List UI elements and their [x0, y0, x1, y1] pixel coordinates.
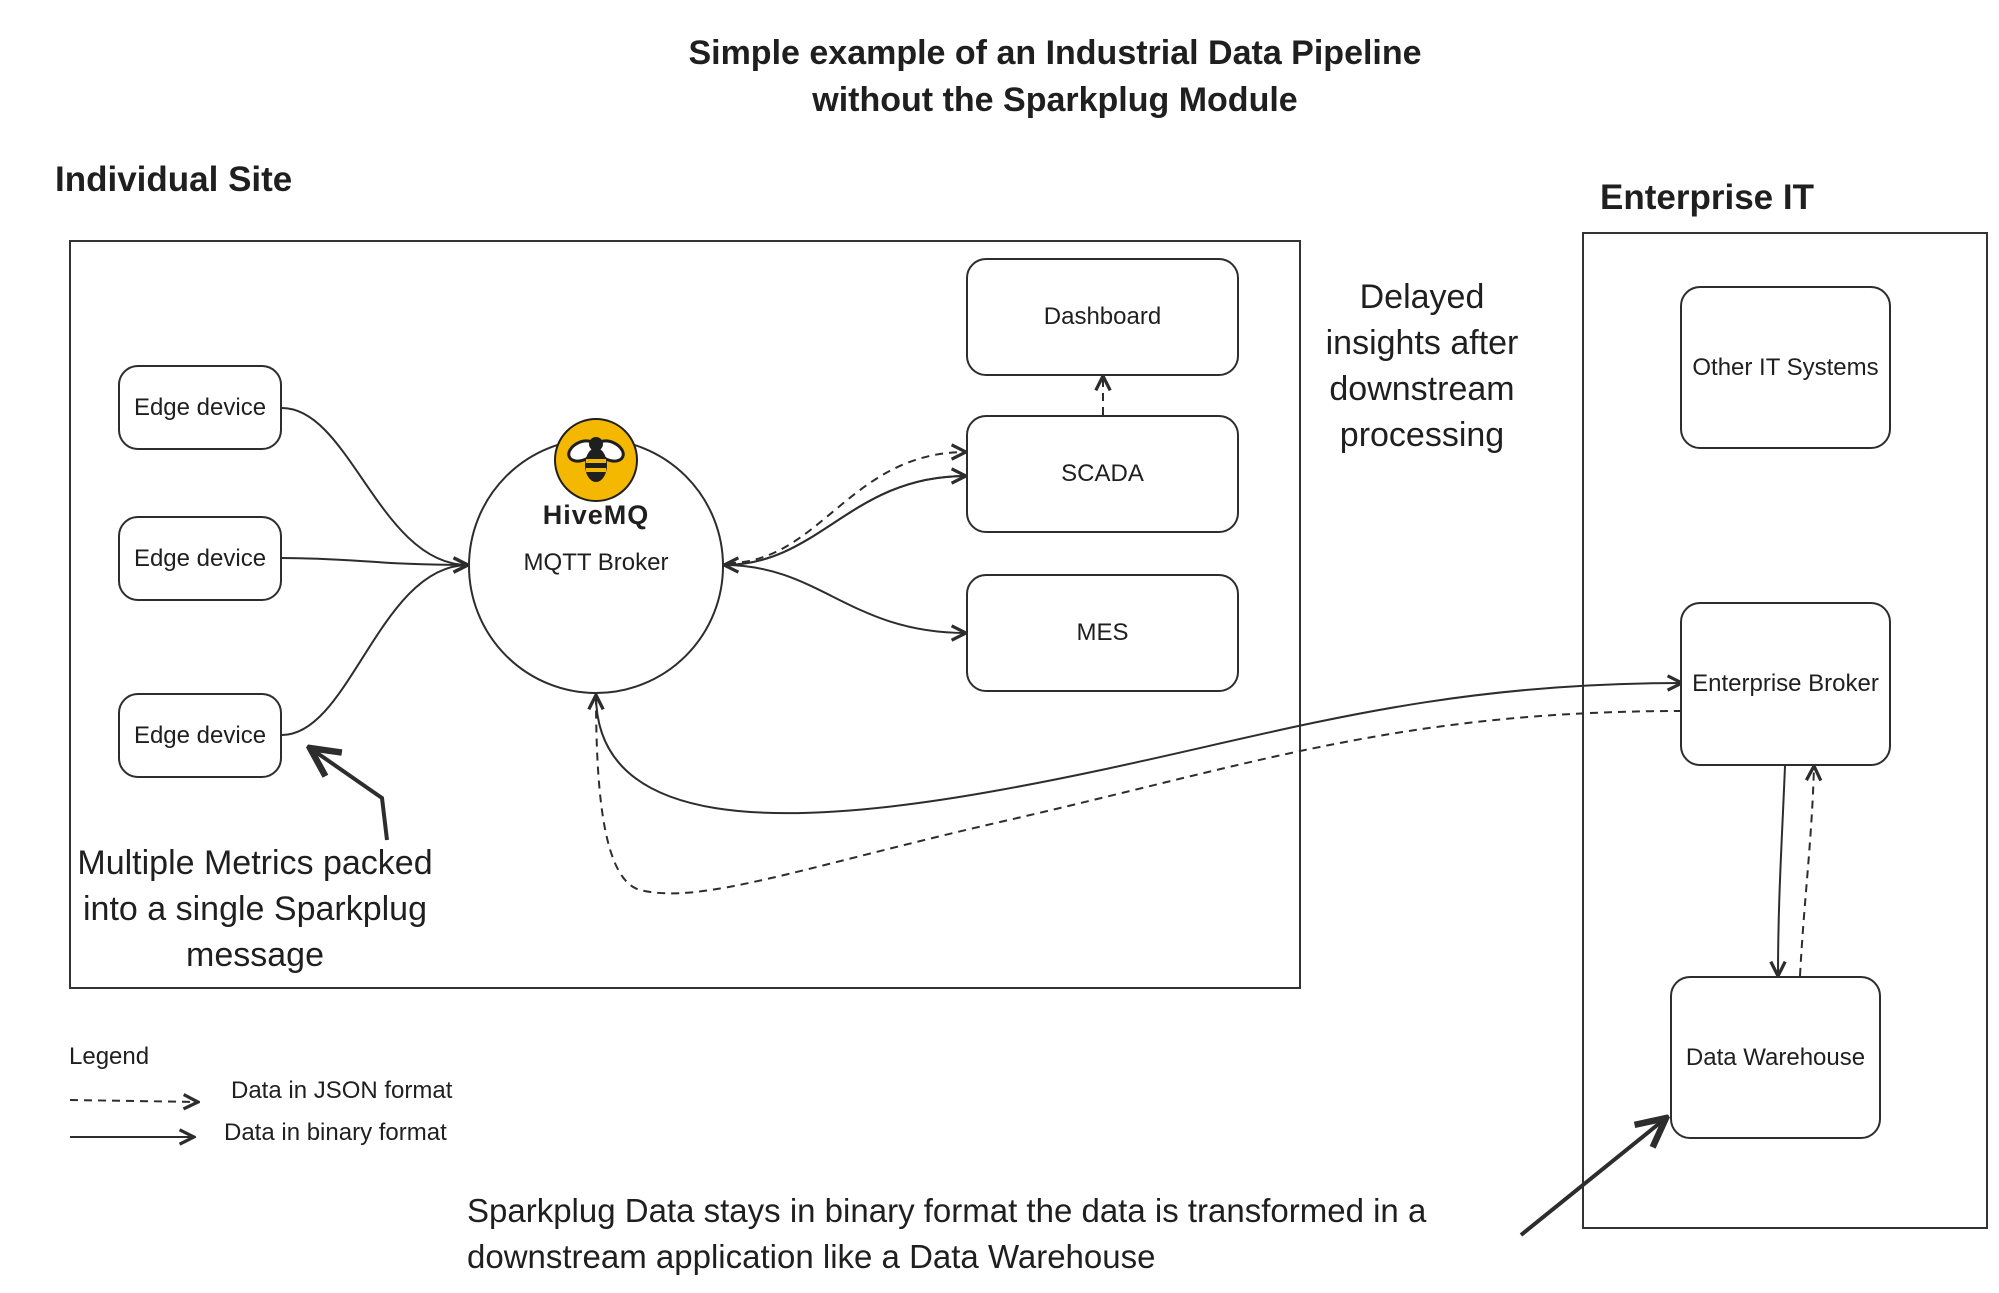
metrics-note-line-3: message: [186, 936, 324, 974]
broker-to-scada-json-link: [727, 452, 966, 564]
mqtt-broker-label: MQTT Broker: [523, 549, 669, 576]
individual-site-heading: Individual Site: [55, 160, 293, 199]
legend-title: Legend: [69, 1043, 150, 1070]
dashboard-label: Dashboard: [1043, 303, 1162, 330]
legend-json-label: Data in JSON format: [231, 1077, 453, 1104]
warehouse-note-pointer: [1519, 1118, 1666, 1237]
scada-node: SCADA: [966, 415, 1239, 533]
metrics-note-line-2: into a single Sparkplug: [82, 890, 427, 928]
broker-to-scada-binary-link: [723, 476, 966, 566]
delayed-note-line-4: processing: [1339, 416, 1505, 454]
edge-device-3: Edge device: [118, 693, 282, 778]
edge2-to-broker-link: [281, 558, 468, 565]
edge-device-1-label: Edge device: [133, 393, 267, 421]
delayed-note-line-3: downstream: [1329, 370, 1515, 408]
delayed-note-line-2: insights after: [1325, 324, 1519, 362]
bottom-note: Sparkplug Data stays in binary format th…: [467, 1188, 1567, 1280]
enterprise-to-broker-json-link: [596, 695, 1683, 895]
delayed-insights-note: Delayed insights after downstream proces…: [1302, 274, 1542, 458]
edge3-to-broker-link: [281, 565, 468, 736]
data-warehouse-label: Data Warehouse: [1685, 1043, 1866, 1071]
bottom-note-line-2: downstream application like a Data Wareh…: [467, 1238, 1156, 1275]
title-line-2: without the Sparkplug Module: [812, 81, 1298, 119]
other-it-systems-node: Other IT Systems: [1680, 286, 1891, 449]
individual-site-frame: [69, 240, 1301, 989]
title-line-1: Simple example of an Industrial Data Pip…: [688, 34, 1422, 72]
edge1-to-broker-link: [281, 407, 468, 565]
enterprise-to-warehouse-link: [1778, 765, 1785, 976]
enterprise-broker-label: Enterprise Broker: [1692, 670, 1879, 697]
warehouse-to-enterprise-link: [1799, 766, 1814, 977]
hivemq-bee-logo: [554, 418, 638, 502]
other-it-systems-label: Other IT Systems: [1692, 353, 1879, 381]
diagram-title: Simple example of an Industrial Data Pip…: [0, 30, 1999, 124]
broker-to-mes-link: [723, 564, 966, 633]
broker-to-enterprise-link: [595, 683, 1682, 815]
legend-json-line: [69, 1100, 198, 1102]
edge-device-2-label: Edge device: [133, 544, 267, 572]
mes-node: MES: [966, 574, 1239, 692]
metrics-note: Multiple Metrics packed into a single Sp…: [55, 840, 455, 978]
scada-to-broker-link: [724, 475, 967, 565]
enterprise-broker-node: Enterprise Broker: [1680, 602, 1891, 766]
metrics-note-line-1: Multiple Metrics packed: [77, 844, 433, 882]
enterprise-it-heading: Enterprise IT: [1600, 178, 1814, 217]
bottom-note-line-1: Sparkplug Data stays in binary format th…: [467, 1192, 1427, 1229]
hivemq-wordmark: HiveMQ: [542, 500, 650, 530]
data-warehouse-node: Data Warehouse: [1670, 976, 1881, 1139]
legend-binary-label: Data in binary format: [224, 1119, 447, 1146]
enterprise-it-frame: [1582, 232, 1988, 1229]
mes-label: MES: [1076, 619, 1129, 646]
delayed-note-line-1: Delayed: [1359, 278, 1485, 316]
metrics-note-pointer: [310, 748, 389, 841]
dashboard-node: Dashboard: [966, 258, 1239, 376]
edge-device-1: Edge device: [118, 365, 282, 450]
scada-label: SCADA: [1061, 460, 1144, 487]
edge-device-3-label: Edge device: [133, 721, 267, 749]
edge-device-2: Edge device: [118, 516, 282, 601]
